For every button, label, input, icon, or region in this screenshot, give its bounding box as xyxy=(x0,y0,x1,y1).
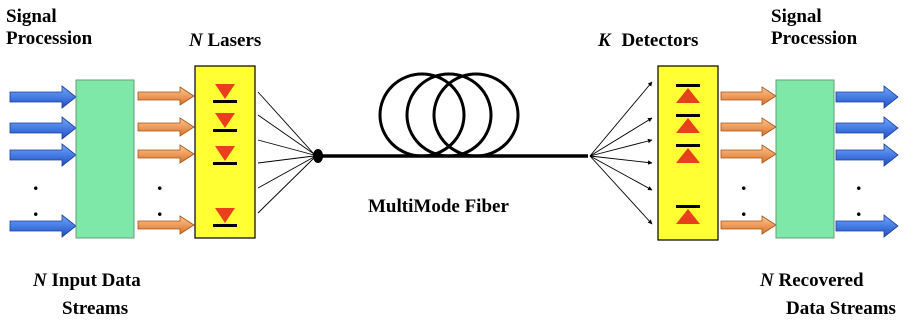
ellipsis-dot: . xyxy=(33,196,39,221)
transfer-arrow xyxy=(720,144,777,164)
fiber-loop-icon xyxy=(378,72,520,158)
input-arrows xyxy=(9,85,77,238)
laser-fan-lines xyxy=(257,91,315,214)
laser-icon xyxy=(213,113,237,132)
input-text: Input Data xyxy=(51,270,141,291)
transfer-arrow xyxy=(137,215,195,235)
transfer-arrow xyxy=(720,86,777,106)
lasers-variable: N xyxy=(189,30,203,51)
recovered-text: Recovered xyxy=(778,270,864,291)
input-arrow xyxy=(9,143,77,167)
lasers-text: Lasers xyxy=(207,30,262,51)
fiber-input-connector xyxy=(313,149,323,163)
detectors-text: Detectors xyxy=(621,30,699,51)
k-detectors-label: K Detectors xyxy=(598,30,698,52)
ellipsis-dot: . xyxy=(33,170,39,195)
detector-fan-arrows xyxy=(589,81,653,225)
detector-icons xyxy=(676,84,700,224)
transfer-arrows-right xyxy=(720,86,777,235)
transfer-arrow xyxy=(137,144,195,164)
recovered-streams-text: Data Streams xyxy=(786,298,896,319)
recovered-data-streams-label: N Recovered Data Streams xyxy=(760,270,896,320)
input-streams-text: Streams xyxy=(62,298,129,319)
ellipsis-dots: . . . . . . . . xyxy=(33,170,862,221)
transfer-arrow xyxy=(720,215,777,235)
output-arrow xyxy=(835,116,899,140)
input-arrow xyxy=(9,85,77,109)
multimode-fiber-label: MultiMode Fiber xyxy=(368,196,509,217)
transfer-arrows-left xyxy=(137,86,195,235)
detector-icon xyxy=(676,144,700,163)
output-arrows xyxy=(835,85,899,238)
right-signal-procession-label: Signal Procession xyxy=(771,6,858,49)
transfer-arrow xyxy=(137,117,195,137)
output-arrow xyxy=(835,85,899,109)
ellipsis-dot: . xyxy=(157,196,163,221)
laser-icons xyxy=(213,84,237,227)
ellipsis-dot: . xyxy=(856,196,862,221)
left-signal-procession-label: Signal Procession xyxy=(6,6,93,49)
input-arrow xyxy=(9,214,77,238)
left-processor-box xyxy=(75,79,135,239)
transfer-arrow xyxy=(137,86,195,106)
ellipsis-dot: . xyxy=(741,196,747,221)
laser-icon xyxy=(213,84,237,103)
right-processor-box xyxy=(775,79,835,239)
input-data-streams-label: N Input Data Streams xyxy=(33,270,141,320)
detector-icon xyxy=(676,205,700,224)
transfer-arrow xyxy=(720,117,777,137)
ellipsis-dot: . xyxy=(741,170,747,195)
laser-icon xyxy=(213,208,237,227)
input-variable: N xyxy=(33,270,47,291)
output-arrow xyxy=(835,214,899,238)
detector-icon xyxy=(676,84,700,103)
recovered-variable: N xyxy=(760,270,774,291)
input-arrow xyxy=(9,116,77,140)
n-lasers-label: N Lasers xyxy=(189,30,261,52)
laser-icon xyxy=(213,146,237,165)
ellipsis-dot: . xyxy=(157,170,163,195)
output-arrow xyxy=(835,143,899,167)
detectors-variable: K xyxy=(598,30,611,51)
ellipsis-dot: . xyxy=(856,170,862,195)
detector-icon xyxy=(676,114,700,133)
